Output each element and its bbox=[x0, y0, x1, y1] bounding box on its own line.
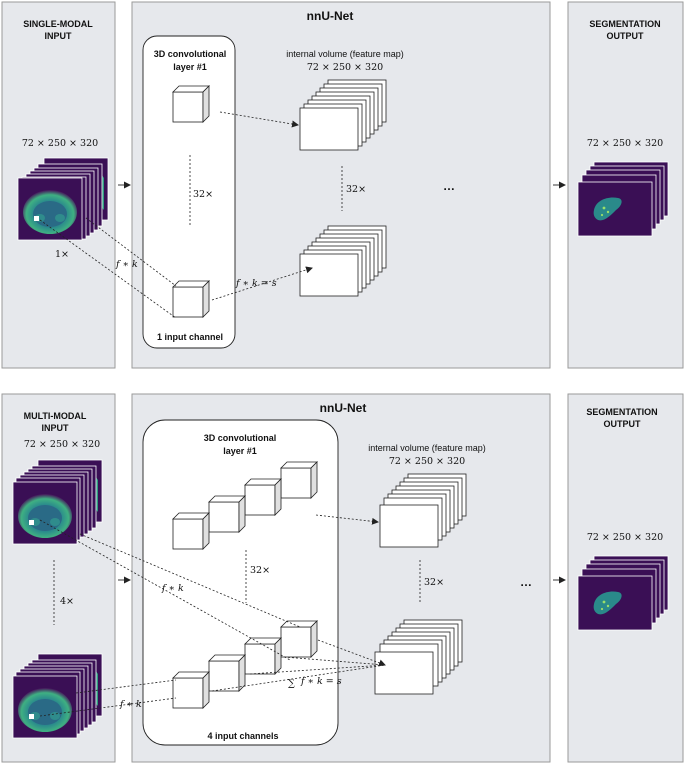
top-ellipsis: … bbox=[443, 179, 455, 193]
top-feature-title: internal volume (feature map) bbox=[286, 49, 404, 59]
bottom-input-dims: 72 × 250 × 320 bbox=[24, 439, 100, 450]
top-row: SINGLE-MODAL INPUT 72 × 250 × 320 1× nnU… bbox=[1, 1, 684, 369]
bottom-ellipsis: … bbox=[520, 575, 532, 589]
top-kernel-lower bbox=[172, 280, 210, 318]
bottom-channels-label: 4 input channels bbox=[207, 731, 278, 741]
top-feature-dims: 72 × 250 × 320 bbox=[307, 62, 383, 73]
top-input-title-line2: INPUT bbox=[45, 31, 73, 41]
top-input-scan-front bbox=[17, 177, 83, 241]
bottom-result-sum: ∑ bbox=[288, 678, 295, 689]
bottom-kernel-repeat: 32× bbox=[250, 565, 270, 576]
bottom-output-seg-stack bbox=[577, 555, 669, 631]
top-arrow-kernel-to-feature-upper bbox=[219, 111, 299, 128]
top-input-title-line1: SINGLE-MODAL bbox=[23, 19, 93, 29]
top-output-dims: 72 × 250 × 320 bbox=[587, 138, 663, 149]
bottom-input-panel: MULTI-MODAL INPUT 72 × 250 × 320 4× bbox=[1, 393, 116, 763]
top-arrow-kernel-to-feature-lower bbox=[211, 266, 313, 301]
top-kernel-repeat: 32× bbox=[193, 189, 213, 200]
top-feature-front-lower bbox=[299, 253, 359, 297]
top-conv-title-line1: 3D convolutional bbox=[154, 49, 227, 59]
top-conv-kernel-label: f ∗ k bbox=[115, 259, 138, 270]
top-receptive-line-1 bbox=[85, 217, 177, 287]
bottom-feature-repeat: 32× bbox=[424, 577, 444, 588]
bottom-output-panel: SEGMENTATION OUTPUT 72 × 250 × 320 bbox=[567, 393, 684, 763]
top-net-panel: nnU-Net 3D convolutional layer #1 32× 1 … bbox=[131, 1, 551, 369]
bottom-conv-title-line2: layer #1 bbox=[223, 446, 257, 456]
top-output-panel: SEGMENTATION OUTPUT 72 × 250 × 320 bbox=[567, 1, 684, 369]
bottom-receptive-line-4 bbox=[39, 697, 177, 717]
top-net-title: nnU-Net bbox=[307, 9, 354, 23]
top-conv-title-line2: layer #1 bbox=[173, 62, 207, 72]
bottom-conv-title-line1: 3D convolutional bbox=[204, 433, 277, 443]
bottom-output-title-line1: SEGMENTATION bbox=[586, 407, 657, 417]
bottom-conv-kernel-label-upper: f ∗ k bbox=[161, 583, 184, 594]
bottom-arrows-to-feature-lower bbox=[211, 639, 386, 692]
bottom-conv-kernel-label-lower: f ∗ k bbox=[119, 699, 142, 710]
bottom-conv-box bbox=[142, 419, 339, 746]
bottom-row: MULTI-MODAL INPUT 72 × 250 × 320 4× bbox=[1, 393, 684, 763]
top-kernel-upper bbox=[172, 85, 210, 123]
bottom-receptive-line-3 bbox=[75, 679, 177, 694]
top-output-title-line2: OUTPUT bbox=[607, 31, 645, 41]
top-output-seg-stack bbox=[577, 161, 669, 237]
bottom-input-scan-upper-front bbox=[12, 481, 78, 545]
bottom-net-panel: nnU-Net 3D convolutional layer #1 32× 4 … bbox=[131, 393, 551, 763]
bottom-input-scan-lower-front bbox=[12, 675, 78, 739]
top-result-label: f ∗ k = s bbox=[235, 278, 277, 289]
top-feature-front-upper bbox=[299, 107, 359, 151]
bottom-feature-front-upper bbox=[379, 504, 439, 548]
bottom-feature-title: internal volume (feature map) bbox=[368, 443, 486, 453]
bottom-input-title-line2: INPUT bbox=[42, 423, 70, 433]
top-input-multiplier: 1× bbox=[55, 249, 69, 260]
top-input-dims: 72 × 250 × 320 bbox=[22, 138, 98, 149]
bottom-output-dims: 72 × 250 × 320 bbox=[587, 532, 663, 543]
bottom-net-title: nnU-Net bbox=[320, 401, 367, 415]
bottom-feature-front-lower bbox=[374, 651, 434, 695]
bottom-feature-dims: 72 × 250 × 320 bbox=[389, 456, 465, 467]
bottom-input-title-line1: MULTI-MODAL bbox=[24, 411, 87, 421]
top-input-panel: SINGLE-MODAL INPUT 72 × 250 × 320 1× bbox=[1, 1, 116, 369]
bottom-output-title-line2: OUTPUT bbox=[604, 419, 642, 429]
top-output-title-line1: SEGMENTATION bbox=[589, 19, 660, 29]
bottom-result-label: f ∗ k = s bbox=[300, 676, 342, 687]
top-output-seg-front bbox=[577, 181, 653, 237]
top-channels-label: 1 input channel bbox=[157, 332, 223, 342]
bottom-output-seg-front bbox=[577, 575, 653, 631]
top-conv-box bbox=[142, 35, 236, 349]
bottom-modal-repeat: 4× bbox=[60, 596, 74, 607]
top-feature-repeat: 32× bbox=[346, 184, 366, 195]
